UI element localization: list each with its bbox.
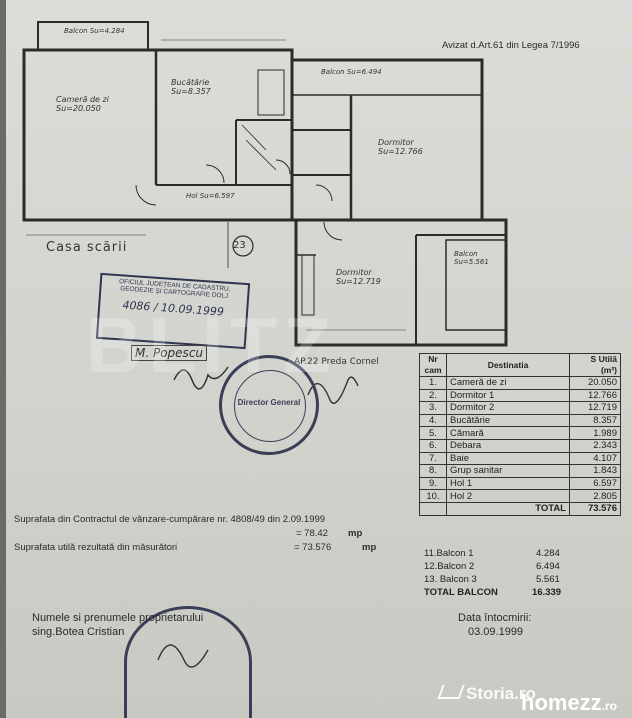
date-label: Data întocmirii:	[458, 612, 532, 624]
room-label-hall: Hol Su=6.597	[186, 192, 235, 200]
stair-number: 23	[233, 240, 246, 251]
storia-logo: Storia.ro	[437, 684, 536, 704]
storia-icon	[437, 685, 465, 699]
measured-surface-unit: mp	[362, 542, 377, 553]
stair-label: Casa scării	[46, 240, 128, 255]
room-label-balcony-1: Balcon Su=4.284	[64, 27, 125, 35]
contract-surface-text: Suprafata din Contractul de vânzare-cump…	[14, 514, 326, 525]
round-stamp: Director General	[219, 355, 319, 455]
contract-surface-value: = 78.42	[296, 528, 328, 539]
room-area-table: Nr cam Destinatia S Utilă (m²) 1.Cameră …	[419, 353, 621, 516]
owner-name: sing.Botea Cristian	[32, 626, 125, 638]
apartment-label: AP.22 Preda Cornel	[294, 357, 379, 367]
homezz-logo: homezz.ro	[521, 690, 618, 715]
measured-surface-text: Suprafata utilă rezultată din măsurători	[14, 542, 178, 553]
signer-name: M. Popescu	[131, 345, 208, 361]
watermark: BLITZ	[86, 301, 337, 389]
certification-stamp	[124, 606, 252, 718]
floor-plan	[22, 21, 508, 347]
header-nr: Nr cam	[419, 353, 447, 377]
contract-surface-unit: mp	[348, 528, 363, 539]
owner-label: Numele si prenumele proprietarului	[32, 612, 204, 624]
legal-note: Avizat d.Art.61 din Legea 7/1996	[442, 40, 580, 51]
measured-surface-value: = 73.576	[294, 542, 332, 553]
header-suprafata: S Utilă (m²)	[569, 353, 621, 377]
date-value: 03.09.1999	[468, 626, 524, 638]
header-destinatia: Destinatia	[446, 353, 570, 377]
room-label-balcony-2: Balcon Su=6.494	[321, 68, 382, 76]
